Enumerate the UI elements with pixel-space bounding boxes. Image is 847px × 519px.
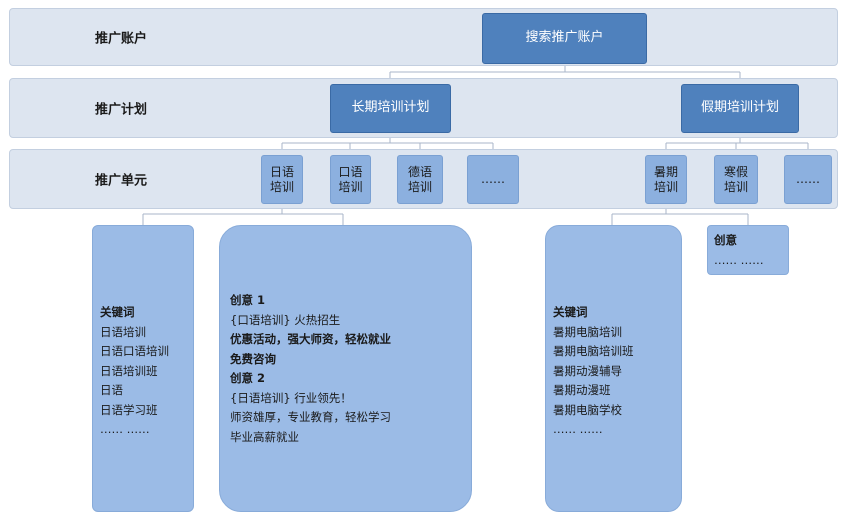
creative-line: 优惠活动，强大师资，轻松就业: [230, 332, 391, 346]
keyword-item: 日语口语培训: [100, 344, 169, 358]
japanese-keywords-panel: 关键词 日语培训 日语口语培训 日语培训班 日语 日语学习班 …… ……: [92, 225, 194, 512]
creative-title: 创意 1: [230, 293, 266, 307]
unit-node-japanese-line2: 培训: [269, 179, 294, 194]
keyword-item: 暑期电脑培训: [553, 324, 622, 339]
winter-creative-placeholder: …… ……: [714, 252, 764, 267]
keyword-item: 日语培训班: [100, 363, 158, 378]
summer-keywords-heading: 关键词: [553, 305, 588, 319]
unit-node-winter-line1: 寒假: [723, 164, 748, 179]
keyword-item: 暑期动漫辅导: [553, 363, 622, 378]
unit-node-german-line1: 德语: [407, 164, 432, 179]
unit-node-winter-line2: 培训: [723, 179, 748, 194]
unit-node-winter[interactable]: 寒假 培训: [714, 155, 758, 204]
keyword-item: 日语学习班: [100, 402, 158, 417]
unit-node-summer[interactable]: 暑期 培训: [645, 155, 687, 204]
unit-node-more-holiday[interactable]: ……: [784, 155, 832, 204]
creative-line: 师资雄厚，专业教育，轻松学习: [230, 410, 391, 424]
unit-node-summer-line1: 暑期: [653, 164, 678, 179]
keyword-item: 日语: [100, 383, 123, 397]
band-label-account: 推广账户: [95, 31, 148, 47]
account-band: [9, 8, 838, 66]
winter-creative-panel: 创意 …… ……: [707, 225, 789, 275]
unit-node-japanese[interactable]: 日语 培训: [261, 155, 303, 204]
band-label-unit: 推广单元: [95, 173, 148, 189]
unit-node-more-long[interactable]: ……: [467, 155, 519, 204]
unit-node-spoken[interactable]: 口语 培训: [330, 155, 371, 204]
unit-node-german-line2: 培训: [407, 179, 432, 194]
creative-line: 免费咨询: [230, 351, 276, 366]
keyword-item: …… ……: [553, 422, 603, 436]
keyword-item: 暑期电脑学校: [553, 402, 622, 417]
japanese-keywords-heading: 关键词: [100, 305, 135, 319]
plan-node-holiday[interactable]: 假期培训计划: [681, 84, 799, 133]
summer-keywords-panel: 关键词 暑期电脑培训 暑期电脑培训班 暑期动漫辅导 暑期动漫班 暑期电脑学校 ……: [545, 225, 682, 512]
unit-node-spoken-line1: 口语: [338, 164, 363, 179]
keyword-item: 暑期电脑培训班: [553, 344, 634, 358]
creative-line: 毕业高薪就业: [230, 429, 299, 444]
creative-line: {日语培训} 行业领先！: [230, 390, 352, 405]
japanese-creative-panel: 创意 1 {口语培训} 火热招生 优惠活动，强大师资，轻松就业 免费咨询 创意 …: [219, 225, 472, 512]
band-label-plan: 推广计划: [95, 102, 148, 118]
creative-line: {口语培训} 火热招生: [230, 312, 341, 327]
unit-node-german[interactable]: 德语 培训: [397, 155, 443, 204]
creative-title: 创意 2: [230, 371, 266, 385]
unit-node-summer-line2: 培训: [653, 179, 678, 194]
keyword-item: 日语培训: [100, 324, 146, 339]
plan-node-long-term[interactable]: 长期培训计划: [330, 84, 451, 133]
unit-node-spoken-line2: 培训: [338, 179, 363, 194]
winter-creative-heading: 创意: [714, 233, 737, 247]
keyword-item: 暑期动漫班: [553, 383, 611, 397]
keyword-item: …… ……: [100, 422, 150, 436]
unit-node-japanese-line1: 日语: [269, 164, 294, 179]
account-node[interactable]: 搜索推广账户: [482, 13, 647, 64]
